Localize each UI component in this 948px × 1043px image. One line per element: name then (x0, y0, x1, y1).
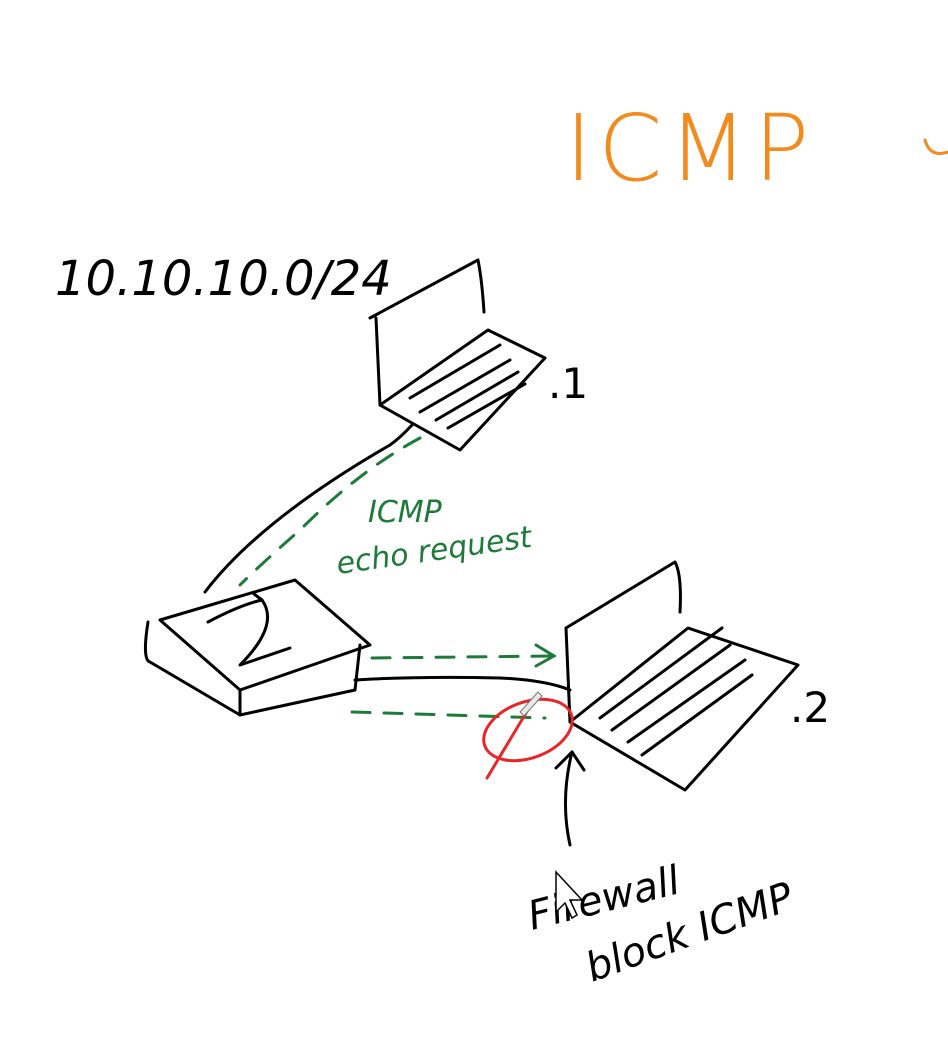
icmp-request-to-switch (238, 436, 422, 587)
host-1-label: .1 (548, 359, 588, 408)
cable-switch-to-host-2 (353, 675, 572, 692)
firewall-block-marker (482, 696, 574, 780)
partial-stroke (923, 138, 948, 155)
host-2-label: .2 (790, 683, 830, 732)
firewall-annotation-arrow (564, 750, 574, 847)
laptop-host-1 (368, 258, 547, 452)
icmp-request-to-host-2 (370, 654, 554, 660)
arrowhead-icon (534, 643, 557, 668)
subnet-label: 10.10.10.0/24 (55, 251, 392, 307)
mouse-cursor-icon (555, 870, 584, 920)
laptop-host-2 (564, 560, 800, 792)
diagram-title: ICMP (565, 95, 815, 202)
arrowhead-icon (554, 750, 586, 772)
icmp-reply-path (350, 710, 547, 720)
network-switch (143, 578, 372, 717)
traffic-label-protocol: ICMP (368, 495, 443, 530)
cable-switch-to-host-1 (203, 423, 414, 594)
pen-cursor-icon (519, 691, 543, 717)
